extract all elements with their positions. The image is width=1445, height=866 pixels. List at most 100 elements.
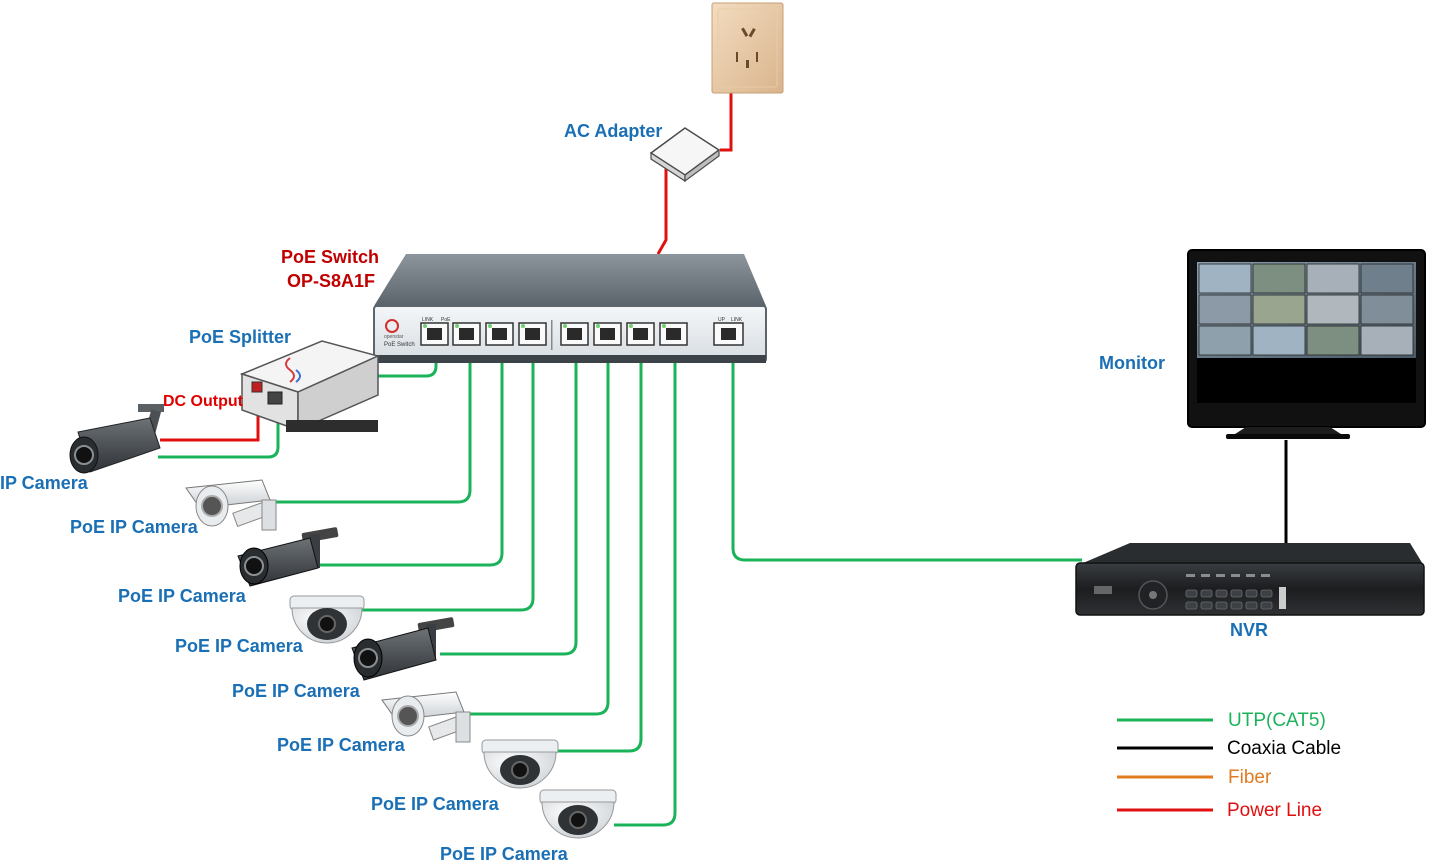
nvr-button — [1185, 601, 1198, 610]
poe-ip-camera-2 — [237, 527, 339, 587]
nvr-indicator — [1246, 574, 1255, 577]
switch-port-2-socket — [459, 328, 474, 340]
monitor-feed-tile — [1306, 294, 1360, 325]
switch-port-6-led — [596, 324, 600, 328]
nvr-front-buttons — [1185, 574, 1273, 610]
monitor-feed-tile — [1198, 294, 1252, 325]
poe-ip-camera-3-dome — [289, 595, 365, 644]
ip-camera-label: IP Camera — [0, 473, 88, 493]
ip-camera — [69, 404, 164, 474]
nvr-label: NVR — [1230, 620, 1269, 640]
nvr-indicator — [1216, 574, 1225, 577]
switch-port-8-socket — [666, 328, 681, 340]
utp-switch-port3-camera2 — [318, 340, 504, 567]
dc-output-label: DC Output — [163, 393, 243, 410]
nvr-button — [1200, 601, 1213, 610]
nvr-indicator — [1231, 574, 1240, 577]
switch-port-4-socket — [525, 328, 540, 340]
nvr-indicator — [1186, 574, 1195, 577]
legend-lines — [1117, 718, 1213, 812]
monitor-label: Monitor — [1099, 353, 1165, 373]
poe-ip-camera-4-label: PoE IP Camera — [232, 681, 360, 701]
monitor-camera-feeds — [1198, 263, 1414, 356]
poe-ip-camera-7-dome — [539, 789, 617, 839]
utp-switch-port6-camera5 — [460, 340, 610, 716]
poe-splitter — [239, 340, 381, 432]
utp-switch-port4-camera3 — [362, 340, 535, 612]
switch-port-8-led — [662, 324, 666, 328]
switch-port-1-led — [423, 324, 427, 328]
switch-port-uplink-label: LINK — [731, 317, 743, 323]
legend-label-power: Power Line — [1227, 800, 1323, 821]
nvr-button — [1245, 589, 1258, 598]
poe-ip-camera-7-label: PoE IP Camera — [440, 844, 568, 864]
nvr-button — [1215, 589, 1228, 598]
nvr — [1075, 543, 1425, 616]
nvr-button — [1260, 589, 1273, 598]
switch-ports — [420, 320, 744, 350]
switch-uplink-port-socket — [721, 328, 736, 340]
utp-switch-port5-camera4 — [440, 340, 578, 656]
nvr-button — [1230, 601, 1243, 610]
utp-cables — [158, 338, 1082, 827]
utp-switch-port2-camera1 — [262, 340, 472, 504]
switch-port-5-socket — [567, 328, 582, 340]
ac-adapter — [649, 127, 721, 183]
monitor-feed-tile — [1252, 325, 1306, 356]
switch-port-4-led — [521, 324, 525, 328]
legend-label-utp: UTP(CAT5) — [1228, 710, 1326, 731]
monitor-feed-tile — [1360, 325, 1414, 356]
utp-switch-uplink-to-nvr — [731, 338, 1082, 562]
wall-outlet — [711, 2, 784, 94]
monitor-feed-tile — [1198, 325, 1252, 356]
switch-port-7-led — [629, 324, 633, 328]
legend-label-coax: Coaxia Cable — [1227, 738, 1342, 759]
switch-port-up-label: UP — [718, 317, 726, 323]
switch-port-5-led — [563, 324, 567, 328]
switch-port-link-label: LINK — [422, 317, 434, 323]
nvr-button — [1185, 589, 1198, 598]
monitor-feed-tile — [1252, 294, 1306, 325]
poe-ip-camera-3-label: PoE IP Camera — [175, 636, 303, 656]
monitor-feed-tile — [1360, 294, 1414, 325]
legend-label-fiber: Fiber — [1228, 767, 1272, 788]
poe-ip-camera-5-label: PoE IP Camera — [277, 735, 405, 755]
nvr-button — [1230, 589, 1243, 598]
nvr-button — [1260, 601, 1273, 610]
poe-switch-label: PoE Switch — [281, 247, 380, 267]
nvr-button — [1200, 589, 1213, 598]
switch-port-3-led — [488, 324, 492, 328]
poe-ip-camera-2-label: PoE IP Camera — [118, 586, 246, 606]
switch-port-1-socket — [427, 328, 442, 340]
poe-switch: openstar PoE Switch LINK PoE UP LINK — [373, 254, 767, 363]
poe-splitter-label: PoE Splitter — [189, 327, 292, 347]
switch-port-6-socket — [600, 328, 615, 340]
switch-port-7-socket — [633, 328, 648, 340]
switch-panel-name: PoE Switch — [384, 342, 415, 348]
utp-splitter-to-ip-camera — [158, 412, 280, 459]
poe-ip-camera-5 — [381, 691, 471, 743]
poe-ip-camera-1-label: PoE IP Camera — [70, 517, 198, 537]
nvr-indicator — [1201, 574, 1210, 577]
utp-switch-port7-camera6 — [557, 340, 643, 753]
nvr-indicator — [1261, 574, 1270, 577]
switch-port-3-socket — [492, 328, 507, 340]
switch-port-poe-label: PoE — [441, 317, 451, 323]
power-cable-adapter-to-switch — [656, 167, 668, 255]
poe-ip-camera-6-label: PoE IP Camera — [371, 794, 499, 814]
poe-ip-camera-4 — [351, 617, 455, 681]
switch-brand-text: openstar — [384, 334, 404, 340]
switch-port-2-led — [455, 324, 459, 328]
poe-ip-camera-1 — [185, 479, 277, 531]
monitor-feed-tile — [1252, 263, 1306, 294]
monitor-feed-tile — [1360, 263, 1414, 294]
nvr-button — [1215, 601, 1228, 610]
monitor — [1187, 249, 1426, 439]
power-cable-outlet-to-adapter — [720, 87, 733, 152]
utp-switch-to-splitter — [377, 338, 438, 378]
poe-switch-model-label: OP-S8A1F — [287, 271, 376, 291]
utp-switch-port8-camera7 — [614, 340, 677, 827]
monitor-feed-tile — [1306, 263, 1360, 294]
monitor-feed-tile — [1306, 325, 1360, 356]
